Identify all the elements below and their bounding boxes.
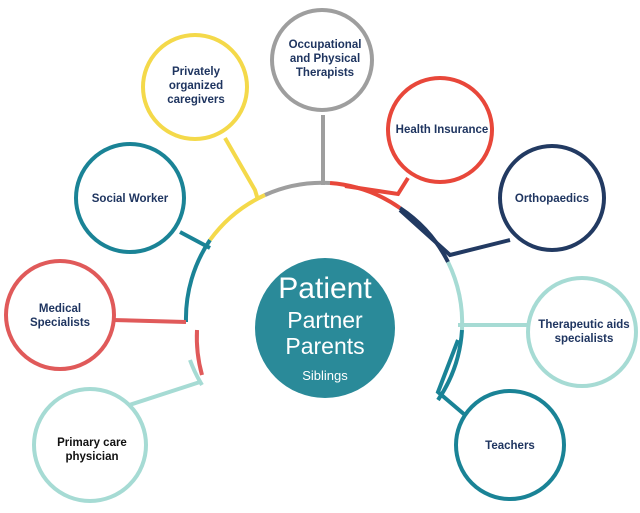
connector-health — [344, 176, 410, 197]
label-privately-3: caregivers — [167, 94, 225, 106]
label-medical-1: Medical — [39, 303, 81, 315]
node-medical — [4, 259, 116, 371]
center-line-parents: Parents — [285, 333, 364, 359]
arc-segment-yellow — [208, 193, 266, 242]
connector-teachers — [435, 339, 467, 417]
label-health: Health Insurance — [396, 124, 489, 136]
node-occupational — [270, 8, 374, 112]
arc-segment-lightblue-left — [194, 329, 204, 376]
node-primary — [32, 387, 148, 503]
connector-social — [179, 230, 211, 250]
label-therapeutic-2: specialists — [555, 333, 614, 345]
label-social: Social Worker — [92, 193, 169, 205]
node-ortho — [498, 144, 606, 252]
arc-segment-red — [329, 181, 402, 210]
connector-privately — [223, 137, 260, 201]
node-teachers — [454, 389, 566, 501]
label-privately-2: organized — [169, 80, 223, 92]
arc-segment-mint — [446, 261, 465, 331]
label-teachers: Teachers — [485, 440, 535, 452]
node-social — [74, 142, 186, 254]
outer-nodes — [4, 8, 638, 503]
label-occupational-1: Occupational — [289, 39, 362, 51]
label-occupational-2: and Physical — [290, 53, 360, 65]
center-title: Patient — [278, 272, 372, 305]
label-ortho: Orthopaedics — [515, 193, 589, 205]
label-medical-2: Specialists — [30, 317, 90, 329]
label-therapeutic-1: Therapeutic aids — [538, 319, 629, 331]
center-line-siblings: Siblings — [302, 368, 348, 383]
center-circle — [255, 258, 395, 398]
connector-ortho — [398, 208, 511, 258]
node-health — [386, 76, 494, 184]
arc-segment-gray — [264, 180, 331, 197]
connectors — [111, 115, 535, 417]
connector-primary — [119, 380, 201, 410]
label-primary-2: physician — [65, 451, 118, 463]
arc-segment-mint-bottom — [188, 359, 204, 387]
label-occupational-3: Therapists — [296, 67, 354, 79]
node-therapeutic — [526, 276, 638, 388]
center-line-partner: Partner — [287, 307, 363, 333]
node-privately — [141, 33, 249, 141]
arc-segment-teal-left — [183, 238, 212, 323]
label-privately-1: Privately — [172, 66, 221, 78]
label-primary-1: Primary care — [57, 437, 127, 449]
connector-medical — [111, 318, 187, 324]
arc-segment-navy — [398, 206, 450, 263]
